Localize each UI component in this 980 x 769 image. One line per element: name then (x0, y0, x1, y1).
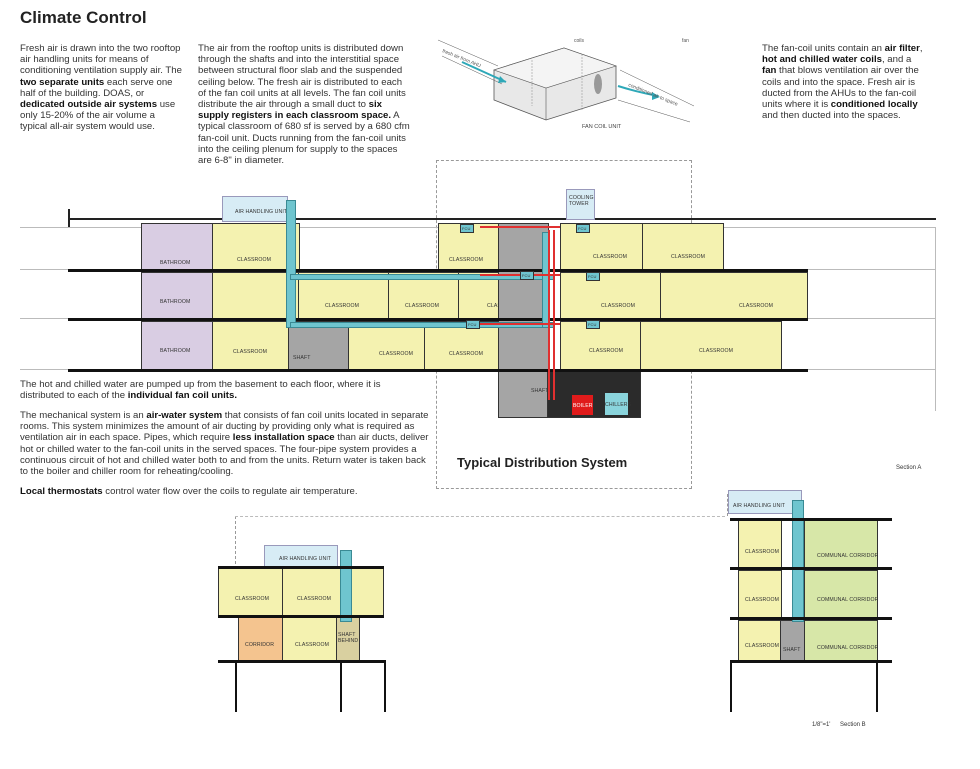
shaft: SHAFT (288, 321, 350, 371)
section-b-label: Section B (840, 722, 866, 728)
shaft-behind: SHAFT BEHIND (336, 617, 360, 662)
communal-corridor: COMMUNAL CORRIDOR (804, 520, 878, 568)
section-a-label: Section A (896, 465, 922, 471)
classroom: CLASSROOM (212, 223, 300, 271)
communal-corridor: COMMUNAL CORRIDOR (804, 570, 878, 618)
hot-water-pipe (553, 230, 555, 400)
coils-label: coils (574, 38, 585, 44)
fan-coil-unit: FCU (466, 320, 480, 329)
mechanical-system-paragraph: The mechanical system is an air-water sy… (20, 410, 429, 478)
chillers: CHILLERS (605, 393, 631, 415)
classroom: CLASSROOM (560, 223, 644, 271)
air-distribution-paragraph: The air from the rooftop units is distri… (198, 43, 410, 167)
intro-paragraph: Fresh air is drawn into the two rooftop … (20, 43, 182, 133)
fan-coil-unit: FCU (586, 320, 600, 329)
page-title: Climate Control (20, 8, 147, 27)
distribution-title: Typical Distribution System (457, 455, 628, 470)
classroom: CLASSROOM (660, 272, 808, 320)
bathroom: BATHROOM (141, 223, 214, 271)
scale-label: 1/8"=1' (812, 722, 831, 728)
classroom: CLASSROOM (282, 567, 384, 617)
air-handling-unit: AIR HANDLING UNIT (728, 490, 802, 514)
classroom: CLASSROOM (218, 567, 284, 617)
classroom: CLASSROOM (738, 620, 782, 662)
bathroom: BATHROOM (141, 272, 214, 320)
thermostat-paragraph: Local thermostats control water flow ove… (20, 486, 358, 497)
classroom: CLASSROOM (738, 520, 782, 568)
cooling-tower: COOLING TOWER (566, 189, 595, 220)
fan-label: fan (682, 38, 689, 44)
fan-coil-unit-diagram: fresh air from AHU conditioned air to sp… (437, 38, 695, 130)
hot-water-pipe (548, 230, 550, 400)
bathroom: BATHROOM (141, 321, 214, 371)
fan-coil-unit: FCU (520, 271, 534, 280)
fan-coil-unit: FCU (576, 224, 590, 233)
air-duct (792, 500, 804, 622)
fcu-caption: FAN COIL UNIT (582, 124, 622, 130)
communal-corridor: COMMUNAL CORRIDOR (804, 620, 878, 662)
fan-coil-unit: FCU (460, 224, 474, 233)
fan-coil-unit: FCU (586, 272, 600, 281)
water-paragraph: The hot and chilled water are pumped up … (20, 379, 381, 402)
classroom: CLASSROOM (738, 570, 782, 618)
boiler: BOILER (572, 395, 593, 415)
shaft: SHAFT (780, 620, 806, 662)
air-handling-unit: AIR HANDLING UNIT (222, 196, 288, 222)
fan-coil-paragraph: The fan-coil units contain an air filter… (762, 43, 923, 122)
classroom: CLASSROOM (560, 272, 662, 320)
classroom: CLASSROOM (388, 272, 460, 320)
